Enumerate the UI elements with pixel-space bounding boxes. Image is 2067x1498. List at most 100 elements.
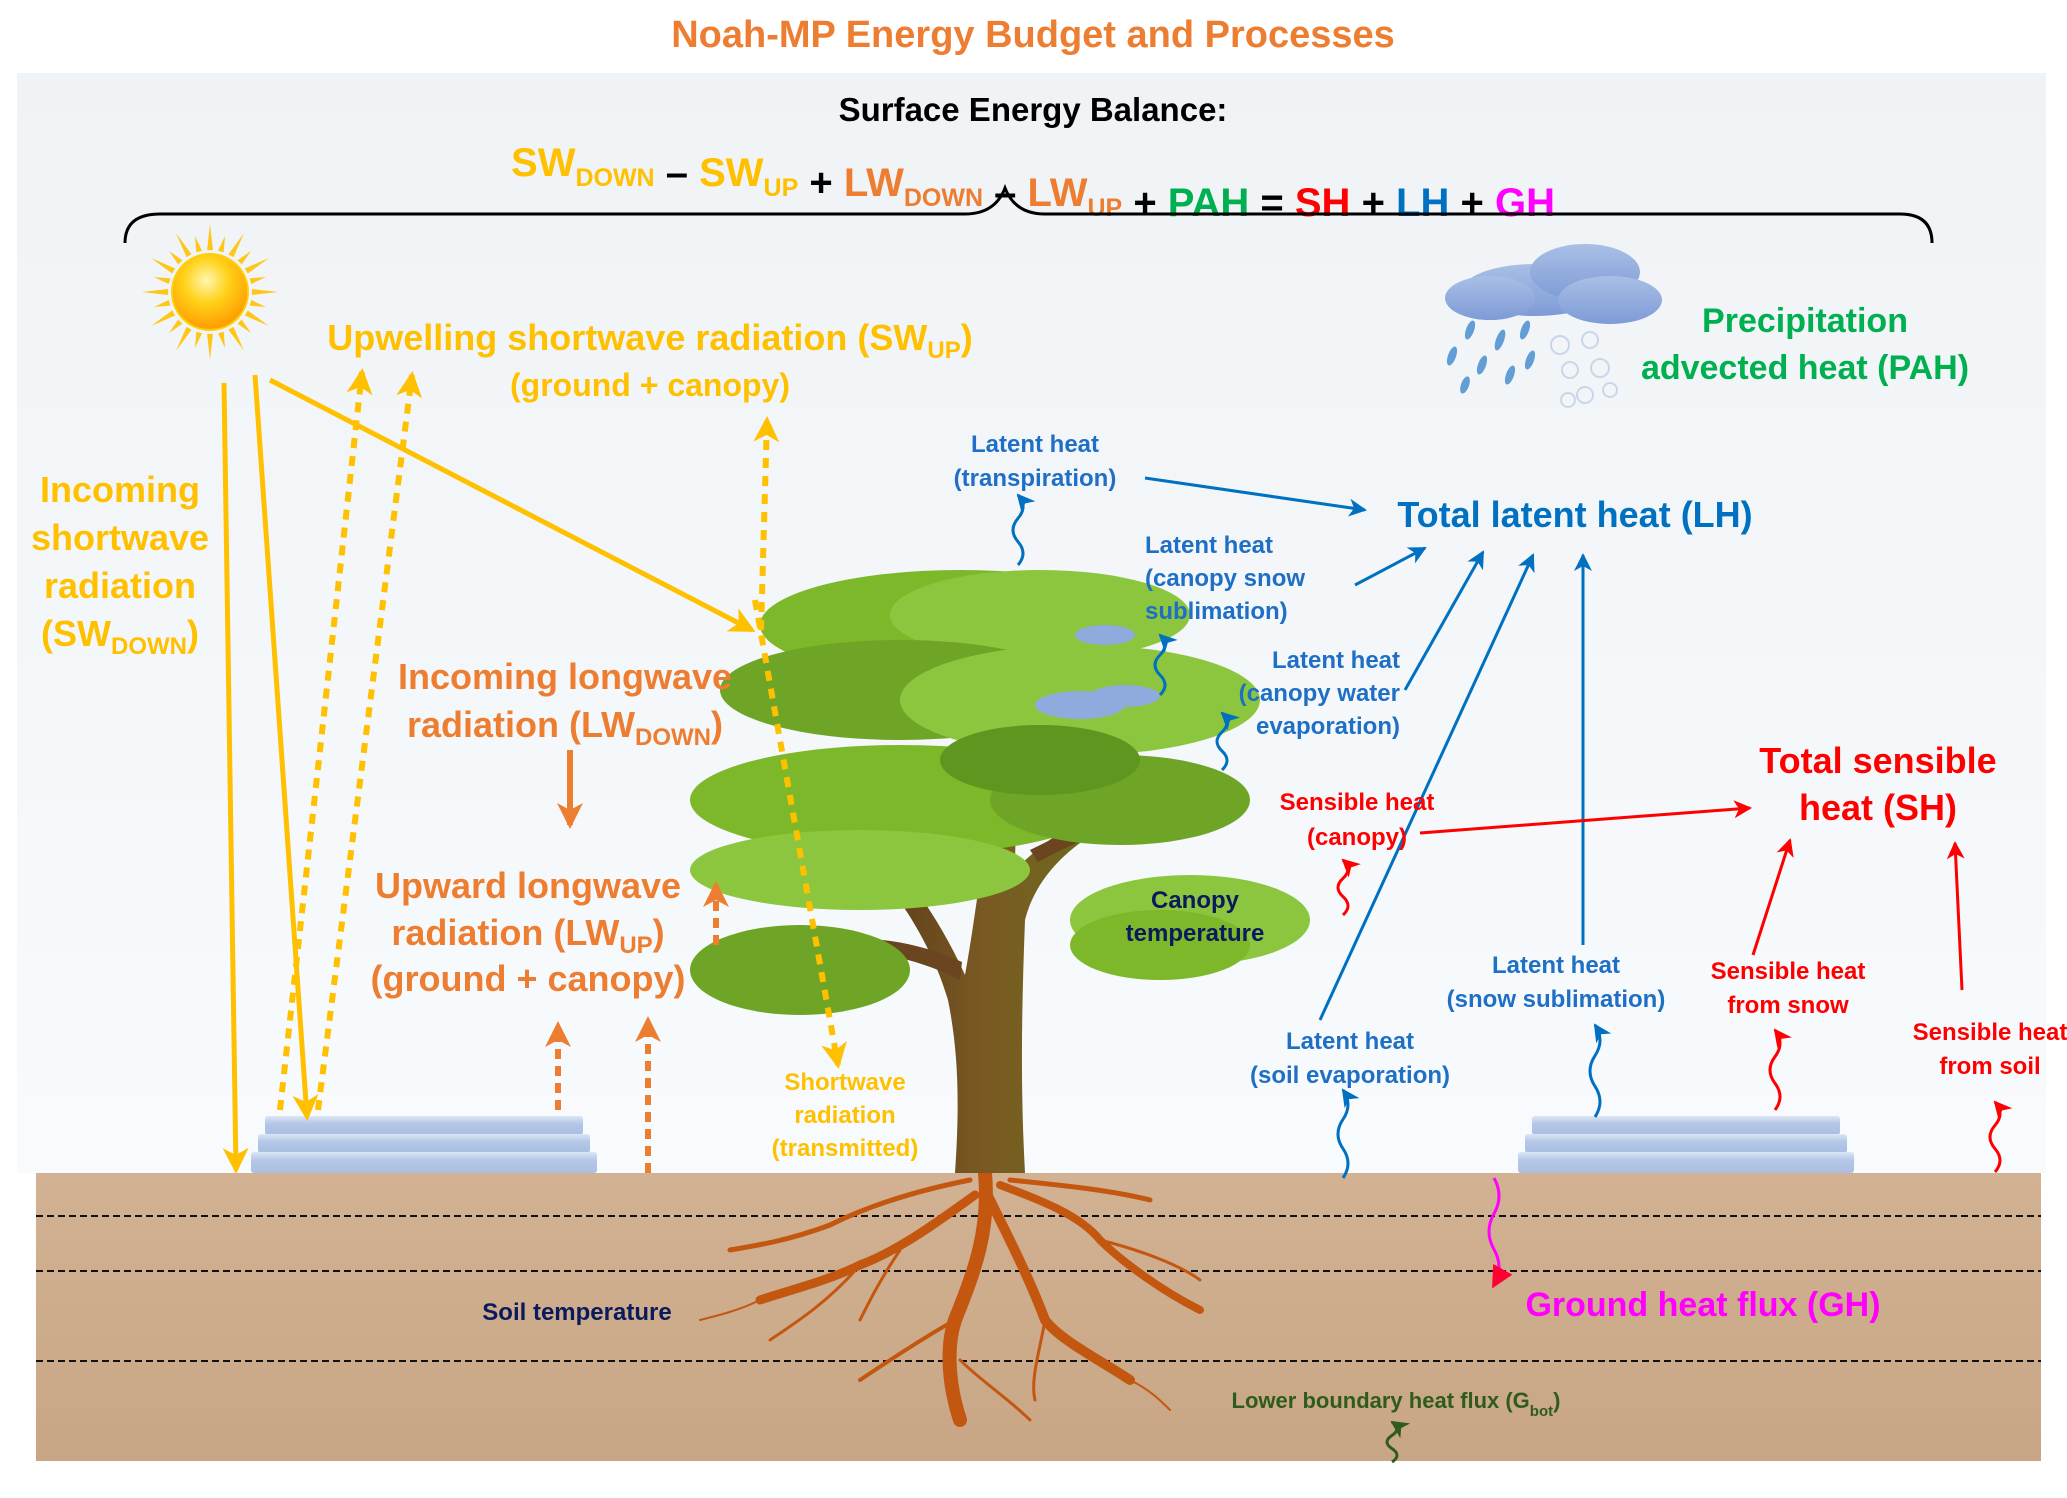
- label-lh-total: Total latent heat (LH): [1397, 494, 1752, 535]
- sun-ray: [249, 300, 267, 308]
- equation-term: LW: [1027, 171, 1087, 215]
- tree-icon: [690, 570, 1310, 1173]
- sun-ray: [237, 319, 252, 334]
- label-lh-snow: Latent heat(snow sublimation): [1447, 952, 1666, 1013]
- energy-balance-equation: SWDOWN – SWUP + LWDOWN – LWUP + PAH = SH…: [511, 141, 1555, 225]
- sun-ray: [244, 310, 269, 326]
- sun-ray: [218, 331, 226, 349]
- lh-transpiration-arrow: [1144, 476, 1367, 517]
- sun-ray: [207, 333, 213, 360]
- equation-operator: –: [655, 151, 699, 195]
- sw-to-canopy-arrow: [268, 377, 756, 633]
- equation-operator: +: [1350, 181, 1396, 225]
- equation-operator: +: [1122, 181, 1168, 225]
- lh-soil-arrow: [1318, 553, 1535, 1021]
- sw-up-arrow: [315, 371, 423, 1111]
- equation-term: SW: [699, 151, 764, 195]
- sun-ray: [249, 276, 267, 284]
- label-sh-canopy: Sensible heat(canopy): [1280, 789, 1435, 851]
- sun-ray: [151, 310, 176, 326]
- sun-ray: [153, 276, 171, 284]
- equation-term: SH: [1295, 181, 1351, 225]
- lh-canopy-water-squiggle-arrow: [1215, 711, 1240, 772]
- label-lower-boundary-flux: Lower boundary heat flux (Gbot): [1232, 1388, 1561, 1420]
- label-lh-transpiration: Latent heat(transpiration): [954, 431, 1117, 492]
- sw-up-arrows: [277, 368, 847, 1111]
- lh-canopy-water-arrow: [1403, 550, 1485, 691]
- sun-ray: [168, 319, 183, 334]
- sun-ray: [168, 250, 183, 265]
- sh-soil-arrow: [1946, 841, 1965, 991]
- snowpack-icon: [251, 1116, 597, 1173]
- equation-term-subscript: UP: [1087, 194, 1122, 222]
- equation-term-subscript: DOWN: [904, 184, 983, 212]
- lh-canopy-snow-squiggle-arrow: [1153, 633, 1178, 697]
- equation-operator: +: [1449, 181, 1495, 225]
- sun-ray: [218, 235, 226, 253]
- brace: [123, 183, 1934, 244]
- sh-canopy-arrow: [1419, 800, 1752, 835]
- sun-ray: [228, 233, 244, 258]
- sw-down-arrow: [221, 382, 249, 1174]
- equation-term: PAH: [1168, 181, 1249, 225]
- equation-operator: +: [798, 161, 844, 205]
- equation-heading: Surface Energy Balance:: [839, 91, 1228, 128]
- label-ground-heat-flux: Ground heat flux (GH): [1525, 1286, 1880, 1324]
- sun-ray: [237, 250, 252, 265]
- sun-ray: [207, 224, 213, 251]
- label-soil-temperature: Soil temperature: [482, 1299, 671, 1326]
- equation-term: GH: [1495, 181, 1555, 225]
- latent-heat-arrows: [1144, 476, 1592, 1021]
- sun-ray: [176, 233, 192, 258]
- lh-canopy-snow-arrow: [1354, 546, 1427, 587]
- sun-ray: [194, 331, 202, 349]
- sun-ray: [153, 300, 171, 308]
- gh-squiggle-arrow: [1487, 1177, 1513, 1289]
- sun-icon: [142, 224, 278, 360]
- diagram-title: Noah-MP Energy Budget and Processes: [671, 14, 1395, 56]
- sw-down-arrow: [252, 374, 319, 1121]
- sun-ray: [151, 258, 176, 274]
- lh-transpiration-squiggle-arrow: [1011, 493, 1036, 566]
- lh-snow-squiggle-arrow: [1588, 1023, 1612, 1118]
- soil-layers: [36, 1173, 2041, 1461]
- snowpack-icon: [1518, 1116, 1854, 1173]
- soil-block: [36, 1173, 2041, 1461]
- sh-soil-squiggle-arrow: [1988, 1100, 2013, 1173]
- sun-ray: [228, 326, 244, 351]
- sh-canopy-squiggle-arrow: [1336, 858, 1361, 917]
- equation-term: LW: [844, 161, 904, 205]
- equation-term: SW: [511, 141, 576, 185]
- sh-snow-squiggle-arrow: [1768, 1028, 1792, 1111]
- equation-operator: =: [1249, 181, 1295, 225]
- sun-ray: [176, 326, 192, 351]
- sensible-heat-arrows: [1419, 800, 1965, 991]
- equation-term: LH: [1396, 181, 1449, 225]
- sw-transmitted-arrow: [752, 599, 847, 1069]
- sun-ray: [142, 289, 169, 295]
- label-lh-soil: Latent heat(soil evaporation): [1250, 1028, 1450, 1089]
- sun-ray: [244, 258, 269, 274]
- sw-down-arrows: [221, 374, 756, 1174]
- sun-ray: [251, 289, 278, 295]
- sw-up-arrow: [277, 368, 373, 1111]
- gbot-squiggle-arrow: [1385, 1420, 1411, 1464]
- sh-snow-arrow: [1751, 838, 1794, 956]
- lh-soil-squiggle-arrow: [1336, 1088, 1360, 1179]
- equation-term-subscript: DOWN: [575, 164, 654, 192]
- roots-icon: [699, 1166, 1204, 1427]
- label-sw-up: Upwelling shortwave radiation (SWUP)(gro…: [327, 317, 972, 403]
- equation-term-subscript: UP: [764, 174, 799, 202]
- sun-ray: [194, 235, 202, 253]
